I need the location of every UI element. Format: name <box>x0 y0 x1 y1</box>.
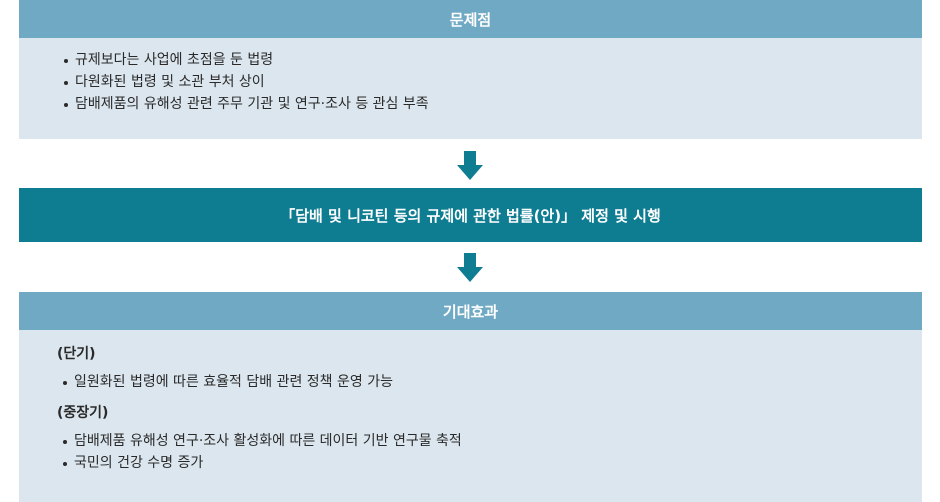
long-term-list: 담배제품 유해성 연구·조사 활성화에 따른 데이터 기반 연구물 축적 국민의… <box>62 430 462 474</box>
effects-panel: (단기) 일원화된 법령에 따른 효율적 담배 관련 정책 운영 가능 (중장기… <box>19 330 922 502</box>
effects-title: 기대효과 <box>442 302 499 321</box>
problems-header: 문제점 <box>19 0 922 38</box>
short-term-label: (단기) <box>57 346 96 362</box>
list-item: 다원화된 법령 및 소관 부처 상이 <box>63 71 429 93</box>
list-item: 담배제품의 유해성 관련 주무 기관 및 연구·조사 등 관심 부족 <box>63 93 429 115</box>
short-term-list: 일원화된 법령에 따른 효율적 담배 관련 정책 운영 가능 <box>62 371 462 393</box>
arrow-down-icon <box>457 253 483 282</box>
law-banner: 「담배 및 니코틴 등의 규제에 관한 법률(안)」 제정 및 시행 <box>19 188 922 242</box>
problems-panel: 규제보다는 사업에 초점을 둔 법령 다원화된 법령 및 소관 부처 상이 담배… <box>19 38 922 139</box>
law-title: 「담배 및 니코틴 등의 규제에 관한 법률(안)」 제정 및 시행 <box>280 206 661 225</box>
list-item: 규제보다는 사업에 초점을 둔 법령 <box>63 49 429 71</box>
problems-title: 문제점 <box>449 10 492 29</box>
long-term-label: (중장기) <box>57 405 109 421</box>
list-item: 국민의 건강 수명 증가 <box>62 452 462 474</box>
effects-content: (단기) 일원화된 법령에 따른 효율적 담배 관련 정책 운영 가능 (중장기… <box>57 343 462 474</box>
list-item: 담배제품 유해성 연구·조사 활성화에 따른 데이터 기반 연구물 축적 <box>62 430 462 452</box>
effects-header: 기대효과 <box>19 292 922 330</box>
arrow-down-icon <box>457 151 483 180</box>
list-item: 일원화된 법령에 따른 효율적 담배 관련 정책 운영 가능 <box>62 371 462 393</box>
problems-list: 규제보다는 사업에 초점을 둔 법령 다원화된 법령 및 소관 부처 상이 담배… <box>63 49 429 115</box>
